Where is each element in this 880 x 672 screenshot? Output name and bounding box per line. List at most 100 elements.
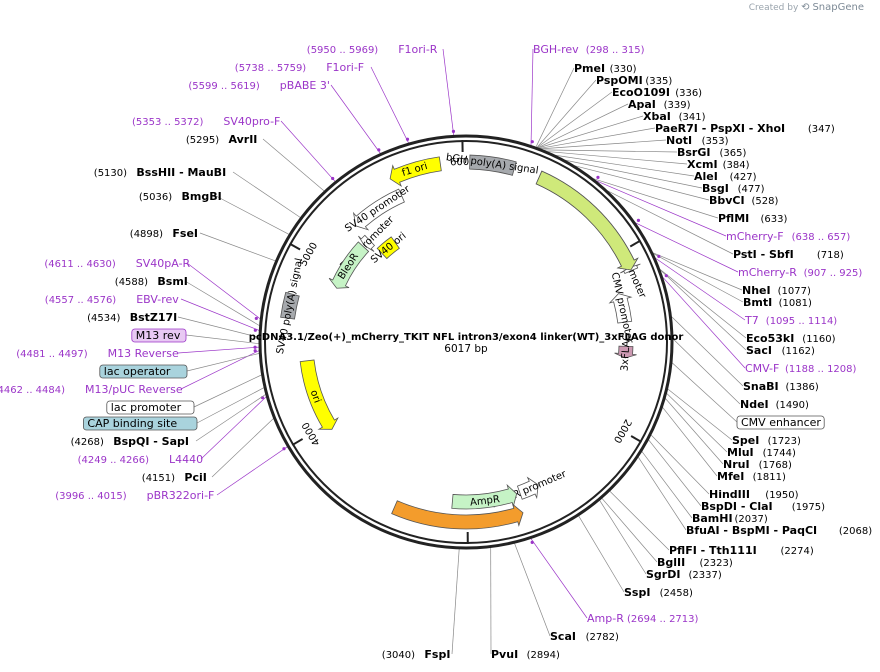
site-label-bsshii-maubi[interactable]: BssHII - MauBI(5130)	[94, 166, 226, 179]
site-label-amp-r[interactable]: Amp-R(2694 .. 2713)	[587, 612, 699, 625]
site-label-cap-binding-site[interactable]: CAP binding site	[83, 416, 198, 431]
feature-ori[interactable]	[299, 359, 339, 430]
site-label-pvui[interactable]: PvuI(2894)	[491, 648, 560, 661]
site-label-bsgi[interactable]: BsgI(477)	[702, 182, 765, 195]
site-label-bmti[interactable]: BmtI(1081)	[743, 296, 812, 309]
site-label-mcherry-f[interactable]: mCherry-F(638 .. 657)	[726, 230, 850, 243]
site-label-pbr322ori-f[interactable]: pBR322ori-F(3996 .. 4015)	[55, 489, 214, 502]
site-label-m13-puc-reverse[interactable]: M13/pUC Reverse(4462 .. 4484)	[0, 383, 183, 396]
feature-highlight[interactable]	[535, 170, 639, 271]
site-label-bbvci[interactable]: BbvCI(528)	[709, 194, 778, 207]
site-label-paer7i-pspxi-xhoi[interactable]: PaeR7I - PspXI - XhoI(347)	[655, 122, 835, 135]
site-label-bsrgi[interactable]: BsrGI(365)	[677, 146, 746, 159]
site-label-t7[interactable]: T7(1095 .. 1114)	[744, 314, 837, 327]
callout-line	[180, 298, 260, 331]
site-label-f1ori-f[interactable]: F1ori-F(5738 .. 5759)	[235, 61, 364, 74]
site-label-pflfi-tth111i[interactable]: PflFI - Tth111I(2274)	[669, 544, 814, 557]
callout-line	[211, 418, 274, 478]
site-label-nrui[interactable]: NruI(1768)	[723, 458, 792, 471]
site-label-mfei[interactable]: MfeI(1811)	[717, 470, 786, 483]
site-label-saci[interactable]: SacI(1162)	[746, 344, 815, 357]
site-label-spei[interactable]: SpeI(1723)	[732, 434, 801, 447]
site-label-bamhi[interactable]: BamHI(2037)	[692, 512, 768, 525]
label-text: M13 rev	[136, 329, 181, 342]
site-label-hindiii[interactable]: HindIII(1950)	[709, 488, 799, 501]
feature-ampr[interactable]	[451, 483, 518, 510]
site-label-apai[interactable]: ApaI(339)	[628, 98, 691, 111]
site-label-ndei[interactable]: NdeI(1490)	[740, 398, 809, 411]
site-label-lac-promoter[interactable]: lac promoter	[106, 400, 195, 415]
site-label-pspomi[interactable]: PspOMI(335)	[596, 74, 672, 87]
site-label-pmei[interactable]: PmeI(330)	[574, 62, 637, 75]
site-label-sv40pa-r[interactable]: SV40pA-R(4611 .. 4630)	[44, 257, 190, 270]
site-label-l4440[interactable]: L4440(4249 .. 4266)	[78, 453, 204, 466]
label-position: (4557 .. 4576)	[45, 295, 117, 306]
site-label-mlui[interactable]: MluI(1744)	[727, 446, 796, 459]
site-label-f1ori-r[interactable]: F1ori-R(5950 .. 5969)	[307, 43, 438, 56]
callout-line	[539, 127, 656, 149]
callout-line	[514, 543, 551, 637]
site-label-fspi[interactable]: FspI(3040)	[382, 648, 451, 661]
label-name: Amp-R	[587, 612, 624, 625]
site-label-mcherry-r[interactable]: mCherry-R(907 .. 925)	[738, 266, 862, 279]
site-label-sspi[interactable]: SspI(2458)	[624, 586, 693, 599]
site-label-bgh-rev[interactable]: BGH-rev(298 .. 315)	[533, 43, 645, 56]
site-label-sv40pro-f[interactable]: SV40pro-F(5353 .. 5372)	[132, 115, 280, 128]
site-label-sgrdi[interactable]: SgrDI(2337)	[646, 568, 722, 581]
feature-sv40-poly-a-signal[interactable]	[280, 291, 300, 320]
label-position: (718)	[817, 250, 844, 261]
label-name: PvuI	[491, 648, 518, 661]
site-label-cmv-f[interactable]: CMV-F(1188 .. 1208)	[745, 362, 857, 375]
label-position: (5599 .. 5619)	[188, 81, 260, 92]
site-label-bfuai-bspmi-paqci[interactable]: BfuAI - BspMI - PaqCI(2068)	[686, 524, 872, 537]
site-label-avrii[interactable]: AvrII(5295)	[186, 133, 258, 146]
feature-3xflag[interactable]	[614, 345, 637, 359]
label-position: (4588)	[115, 277, 148, 288]
feature-highlight[interactable]	[391, 500, 524, 530]
site-label-fsei[interactable]: FseI(4898)	[130, 227, 198, 240]
site-label-ebv-rev[interactable]: EBV-rev(4557 .. 4576)	[45, 293, 179, 306]
label-name: XcmI	[687, 158, 718, 171]
feature-bleor[interactable]	[328, 241, 370, 289]
site-label-scai[interactable]: ScaI(2782)	[550, 630, 619, 643]
callout-line	[637, 456, 687, 531]
site-label-pflmi[interactable]: PflMI(633)	[718, 212, 787, 225]
feature-f1-ori[interactable]	[389, 156, 442, 187]
site-label-noti[interactable]: NotI(353)	[666, 134, 729, 147]
site-label-m13-rev[interactable]: M13 rev	[131, 328, 187, 343]
site-label-snabi[interactable]: SnaBI(1386)	[743, 380, 819, 393]
feature-em7-promoter[interactable]	[358, 234, 376, 252]
site-label-xbai[interactable]: XbaI(341)	[643, 110, 706, 123]
callout-line	[671, 362, 738, 423]
feature-bgh-poly-a-signal[interactable]	[469, 154, 517, 176]
primer-marker	[596, 175, 600, 179]
label-position: (3996 .. 4015)	[55, 491, 127, 502]
site-label-cmv-enhancer[interactable]: CMV enhancer	[736, 415, 825, 430]
feature-ampr-promoter[interactable]	[516, 476, 539, 500]
feature-sv40-ori[interactable]	[376, 236, 400, 260]
site-label-xcmi[interactable]: XcmI(384)	[687, 158, 750, 171]
site-label-bspqi-sapi[interactable]: BspQI - SapI(4268)	[71, 435, 189, 448]
site-label-bglii[interactable]: BglII(2323)	[657, 556, 733, 569]
callout-line	[535, 67, 575, 148]
site-label-alei[interactable]: AleI(427)	[694, 170, 757, 183]
site-label-lac-operator[interactable]: lac operator	[99, 364, 188, 379]
site-label-bstz17i[interactable]: BstZ17I(4534)	[87, 311, 177, 324]
site-label-bsmi[interactable]: BsmI(4588)	[115, 275, 188, 288]
site-label-pcii[interactable]: PciI(4151)	[142, 471, 207, 484]
site-label-ecoo109i[interactable]: EcoO109I(336)	[612, 86, 702, 99]
feature-cmv-promoter[interactable]	[608, 293, 633, 324]
label-name: PflMI	[718, 212, 749, 225]
site-label-bmgbi[interactable]: BmgBI(5036)	[139, 190, 222, 203]
callout-line	[232, 171, 301, 218]
site-label-eco53ki[interactable]: Eco53kI(1160)	[746, 332, 836, 345]
feature-sv40-promoter[interactable]	[352, 188, 405, 231]
site-label-nhei[interactable]: NheI(1077)	[742, 284, 811, 297]
label-name: ScaI	[550, 630, 576, 643]
site-label-m13-reverse[interactable]: M13 Reverse(4481 .. 4497)	[16, 347, 179, 360]
site-label-pbabe-3[interactable]: pBABE 3'(5599 .. 5619)	[188, 79, 329, 92]
site-label-psti-sbfi[interactable]: PstI - SbfI(718)	[733, 248, 844, 261]
site-label-bspdi-clai[interactable]: BspDI - ClaI(1975)	[701, 500, 825, 513]
label-box	[99, 364, 188, 379]
